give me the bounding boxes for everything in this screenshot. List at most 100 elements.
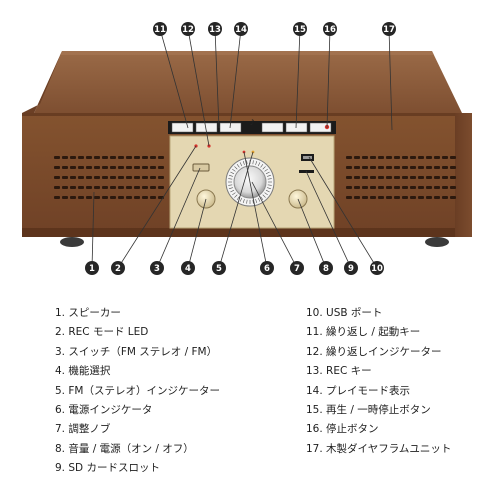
callout-5: 5 [212, 261, 226, 275]
grille-slot [134, 156, 140, 159]
grille-slot [150, 196, 156, 199]
grille-slot [434, 156, 440, 159]
grille-slot [426, 176, 432, 179]
grille-slot [346, 186, 352, 189]
callout-number: 15 [294, 25, 306, 35]
dial-tick [262, 166, 266, 170]
callout-4: 4 [181, 261, 195, 275]
callout-number: 4 [185, 264, 191, 274]
callout-circle [111, 261, 125, 275]
callout-15: 15 [293, 22, 307, 36]
callout-number: 1 [89, 264, 95, 274]
grille-slot [402, 166, 408, 169]
callout-circle [319, 261, 333, 275]
dial-tick [267, 187, 272, 190]
grille-slot [78, 186, 84, 189]
grille-slot [402, 156, 408, 159]
grille-slot [158, 186, 164, 189]
dial-tick [265, 189, 270, 193]
grille-slot [410, 166, 416, 169]
grille-slot [78, 156, 84, 159]
callout-circle [85, 261, 99, 275]
grille-slot [134, 196, 140, 199]
strip-button[interactable] [309, 122, 332, 133]
grille-slot [54, 166, 60, 169]
grille-slot [450, 186, 456, 189]
dial-tick [234, 166, 238, 170]
grille-slot [54, 186, 60, 189]
strip-button[interactable] [261, 122, 284, 133]
grille-slot [410, 176, 416, 179]
grille-slot [94, 156, 100, 159]
grille-slot [110, 186, 116, 189]
grille-slot [54, 196, 60, 199]
dial-tick [242, 160, 245, 165]
callout-circle [181, 22, 195, 36]
grille-slot [362, 196, 368, 199]
grille-slot [62, 176, 68, 179]
grille-slot [142, 156, 148, 159]
grille-slot [110, 166, 116, 169]
grille-slot [362, 166, 368, 169]
grille-slot [354, 186, 360, 189]
grille-slot [86, 176, 92, 179]
grille-slot [394, 176, 400, 179]
grille-slot [450, 166, 456, 169]
dial-tick [255, 160, 258, 165]
leader-line [91, 191, 95, 269]
grille-slot [134, 186, 140, 189]
dial-tick [267, 178, 272, 180]
grille-slot [62, 166, 68, 169]
grille-slot [346, 166, 352, 169]
callout-number: 8 [323, 264, 329, 274]
strip-button[interactable] [171, 122, 194, 133]
grille-slot [362, 186, 368, 189]
leader-line [229, 28, 242, 129]
grille-slot [134, 166, 140, 169]
grille-slot [442, 176, 448, 179]
grille-slot [442, 166, 448, 169]
grille-slot [370, 176, 376, 179]
grille-slot [378, 186, 384, 189]
radio-lid [34, 51, 462, 113]
leader-line [308, 156, 378, 269]
grille-slot [426, 156, 432, 159]
grille-slot [118, 176, 124, 179]
grille-slot [54, 176, 60, 179]
grille-slot [426, 186, 432, 189]
fm-stereo-switch[interactable] [192, 163, 210, 172]
dial-tick [264, 168, 268, 172]
grille-slot [158, 176, 164, 179]
grille-slot [370, 156, 376, 159]
grille-slot [434, 176, 440, 179]
callout-number: 11 [154, 25, 166, 35]
grille-slot [158, 166, 164, 169]
callout-number: 10 [371, 264, 383, 274]
grille-slot [110, 156, 116, 159]
dial-tick [252, 160, 254, 165]
grille-slot [158, 156, 164, 159]
grille-slot [442, 196, 448, 199]
grille-slot [126, 166, 132, 169]
leader-line [218, 151, 254, 269]
grille-slot [102, 176, 108, 179]
dial-tick [228, 187, 233, 190]
dial-tick [232, 192, 236, 196]
grille-slot [118, 156, 124, 159]
grille-slot [126, 196, 132, 199]
dial-tick [228, 174, 233, 177]
callout-14: 14 [234, 22, 248, 36]
dial-tick [265, 171, 270, 175]
grille-slot [94, 186, 100, 189]
grille-slot [370, 166, 376, 169]
callout-number: 14 [235, 25, 247, 35]
dial-tick [257, 197, 261, 202]
grille-slot [402, 186, 408, 189]
leader-line [305, 170, 352, 269]
callout-circle [260, 261, 274, 275]
grille-slot [418, 156, 424, 159]
grille-slot [386, 186, 392, 189]
dial-tick [257, 162, 261, 167]
grille-slot [110, 176, 116, 179]
dial-tick [230, 189, 235, 193]
